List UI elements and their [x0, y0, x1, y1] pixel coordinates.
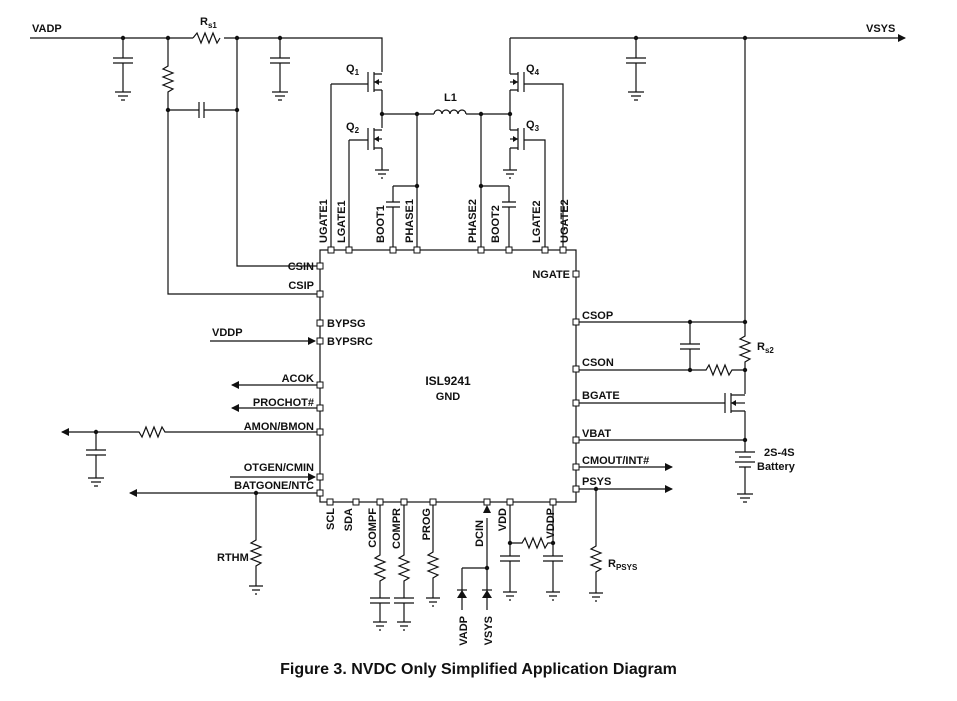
pin-boot1: BOOT1 — [375, 205, 387, 243]
pin-vddp: VDDP — [545, 508, 557, 539]
battery-label-1: 2S-4S — [764, 447, 795, 459]
pin-psys: PSYS — [582, 476, 611, 488]
pin-lgate1: LGATE1 — [336, 200, 348, 243]
vadp-label: VADP — [32, 23, 62, 35]
q4-label: Q4 — [526, 63, 540, 77]
pin-compf: COMPF — [367, 508, 379, 548]
pin-batgone-ntc: BATGONE/NTC — [234, 480, 314, 492]
rs1-label: Rs1 — [200, 16, 217, 30]
figure-caption: Figure 3. NVDC Only Simplified Applicati… — [280, 661, 677, 678]
pin-ugate2: UGATE2 — [559, 199, 571, 243]
pin-vbat: VBAT — [582, 428, 611, 440]
chip-name: ISL9241 — [425, 374, 471, 388]
half-bridge-1: Q1 Q2 L1 — [330, 63, 510, 250]
pin-ngate: NGATE — [532, 269, 570, 281]
pin-csip: CSIP — [288, 280, 314, 292]
pin-cmout-int: CMOUT/INT# — [582, 455, 649, 467]
top-pins: UGATE1 LGATE1 BOOT1 PHASE1 PHASE2 BOOT2 … — [318, 199, 571, 254]
pin-amon-bmon: AMON/BMON — [244, 421, 314, 433]
vadp-rail: VADP Rs1 — [30, 16, 383, 295]
vddp-input-label: VDDP — [212, 327, 243, 339]
pin-bgate: BGATE — [582, 390, 620, 402]
pin-sda: SDA — [343, 508, 355, 531]
pin-csop: CSOP — [582, 310, 613, 322]
half-bridge-2: Q4 Q3 — [478, 38, 564, 250]
q3-label: Q3 — [526, 119, 540, 133]
q2-label: Q2 — [346, 121, 360, 135]
pin-vdd: VDD — [497, 508, 509, 531]
rpsys-label: RPSYS — [608, 558, 638, 572]
pin-otgen-cmin: OTGEN/CMIN — [244, 462, 314, 474]
rthm-label: RTHM — [217, 552, 249, 564]
l1-label: L1 — [444, 92, 457, 104]
pin-bypsg: BYPSG — [327, 318, 366, 330]
pin-prochot: PROCHOT# — [253, 397, 314, 409]
pin-ugate1: UGATE1 — [318, 199, 330, 243]
pin-acok: ACOK — [282, 373, 314, 385]
pin-compr: COMPR — [391, 508, 403, 549]
bottom-pins: SCL SDA COMPF COMPR PROG DCIN VDD VDDP V… — [325, 498, 563, 646]
dcin-source-vadp: VADP — [458, 616, 470, 646]
q1-label: Q1 — [346, 63, 360, 77]
rs2-label: Rs2 — [757, 341, 774, 355]
chip-gnd-label: GND — [436, 391, 461, 403]
battery-label-2: Battery — [757, 461, 796, 473]
pin-scl: SCL — [325, 508, 337, 530]
vsys-rail: VSYS — [510, 23, 906, 322]
pin-phase2: PHASE2 — [467, 199, 479, 243]
pin-lgate2: LGATE2 — [531, 200, 543, 243]
dcin-source-vsys: VSYS — [483, 616, 495, 645]
ic-body — [319, 249, 577, 503]
left-pins: CSIN CSIP BYPSG BYPSRC ACOK PROCHOT# AMO… — [61, 261, 373, 595]
pin-cson: CSON — [582, 357, 614, 369]
pin-prog: PROG — [421, 508, 433, 540]
pin-boot2: BOOT2 — [490, 205, 502, 243]
pin-dcin: DCIN — [474, 520, 486, 547]
pin-csin: CSIN — [288, 261, 314, 273]
vsys-label: VSYS — [866, 23, 895, 35]
pin-phase1: PHASE1 — [404, 199, 416, 243]
right-pins: NGATE CSOP CSON BGATE VBAT CMOUT/INT# PS… — [532, 269, 796, 602]
pin-bypsrc: BYPSRC — [327, 336, 373, 348]
